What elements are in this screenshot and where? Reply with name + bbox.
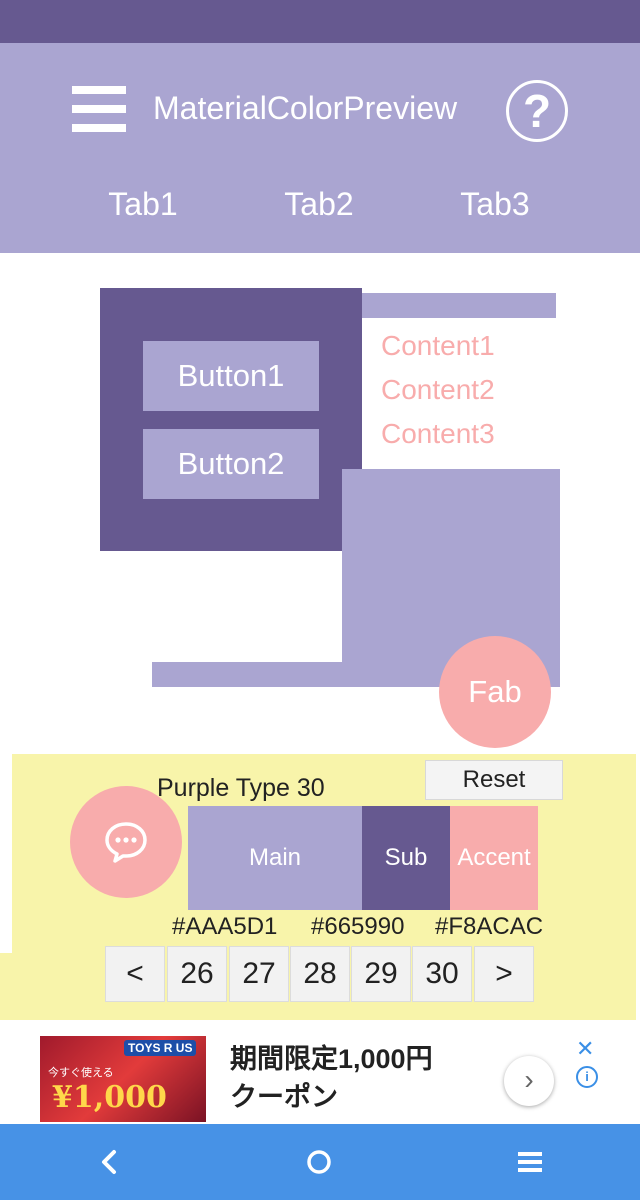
pager-page-28[interactable]: 28	[290, 946, 350, 1002]
swatch-sub[interactable]: Sub	[362, 806, 450, 910]
nav-back-button[interactable]	[70, 1124, 150, 1200]
ad-subline: クーポン	[230, 1082, 338, 1112]
content-item-3: Content3	[381, 418, 495, 449]
tab-3[interactable]: Tab3	[460, 186, 530, 222]
content-item-2: Content2	[381, 374, 495, 405]
swatch-main[interactable]: Main	[188, 806, 362, 910]
content-item-1: Content1	[381, 330, 495, 361]
ad-close-icon[interactable]: ✕	[576, 1036, 595, 1061]
tab-2[interactable]: Tab2	[284, 186, 354, 222]
chevron-left-icon	[102, 1149, 116, 1174]
status-bar	[0, 0, 640, 43]
pager-page-26[interactable]: 26	[167, 946, 227, 1002]
hex-main: #AAA5D1	[172, 913, 278, 940]
pager-page-27[interactable]: 27	[229, 946, 289, 1002]
ad-text[interactable]: 期間限定1,000円 クーポン	[230, 1040, 433, 1116]
reset-button[interactable]: Reset	[425, 760, 563, 800]
chat-bubble-icon	[105, 822, 147, 863]
app-bar	[0, 43, 640, 253]
swatch-accent[interactable]: Accent	[450, 806, 538, 910]
ad-tagline: 今すぐ使える	[48, 1067, 114, 1079]
hex-accent: #F8ACAC	[435, 913, 544, 940]
fab-button[interactable]: Fab	[439, 636, 551, 748]
palette-type-label: Purple Type 30	[157, 774, 325, 802]
button-2[interactable]: Button2	[143, 429, 319, 499]
app-title: MaterialColorPreview	[153, 90, 458, 126]
circle-home-icon	[307, 1150, 331, 1174]
question-mark-icon[interactable]: ?	[506, 80, 568, 142]
pager-next-button[interactable]: >	[474, 946, 534, 1002]
content-header-bar	[362, 293, 556, 318]
nav-recents-button[interactable]	[490, 1124, 570, 1200]
pager-page-29[interactable]: 29	[351, 946, 411, 1002]
nav-home-button[interactable]	[279, 1124, 359, 1200]
ad-image[interactable]: TOYS R US 今すぐ使える ¥1,000	[40, 1036, 206, 1122]
button-1[interactable]: Button1	[143, 341, 319, 411]
ad-price: ¥1,000	[52, 1080, 167, 1115]
chat-button[interactable]	[70, 786, 182, 898]
preview-main-panel	[100, 288, 362, 551]
pager-prev-button[interactable]: <	[105, 946, 165, 1002]
ad-headline: 期間限定1,000円	[230, 1044, 433, 1074]
palette-panel-edge	[0, 953, 14, 1020]
hex-sub: #665990	[311, 913, 405, 940]
hamburger-icon	[518, 1151, 542, 1172]
tab-1[interactable]: Tab1	[108, 186, 178, 222]
ad-logo: TOYS R US	[124, 1040, 197, 1056]
pager-page-30[interactable]: 30	[412, 946, 472, 1002]
hamburger-menu-icon[interactable]	[72, 86, 126, 132]
ad-chevron-right-icon[interactable]: ›	[504, 1056, 554, 1106]
ad-info-icon[interactable]: i	[576, 1066, 598, 1088]
